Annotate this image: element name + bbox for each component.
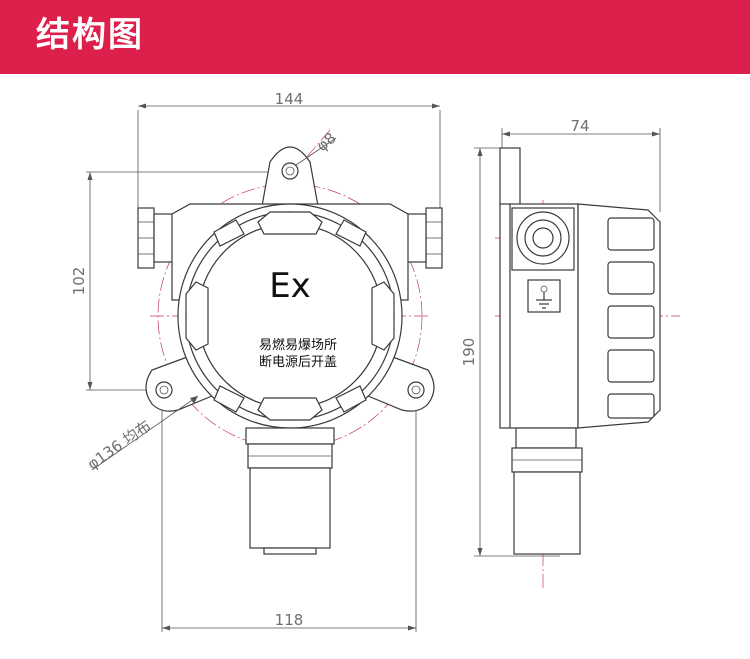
warning-line-2: 断电源后开盖 (259, 355, 337, 370)
dim-label-74: 74 (570, 117, 589, 135)
sensor-neck (245, 427, 335, 445)
lid-lug-tr (335, 219, 367, 247)
main-housing (177, 203, 403, 429)
lid-lug-bottom (257, 397, 323, 421)
dim-label-190: 190 (460, 338, 478, 367)
sensor-body (249, 467, 331, 549)
lid-lug-tl (213, 219, 245, 247)
right-gland-body (405, 213, 427, 263)
dim-label-144: 144 (275, 90, 304, 108)
left-gland-body (153, 213, 175, 263)
dim-label-bolt-circle: φ136 均布 (84, 416, 154, 473)
sensor-tip (263, 547, 317, 555)
header-background (0, 0, 750, 74)
lid-lug-right (371, 281, 395, 351)
page-title: 结构图 (36, 15, 144, 55)
lid-lug-top (257, 211, 323, 235)
lid-lug-bl (213, 385, 245, 413)
top-hole (281, 162, 299, 180)
ex-mark: Ex (269, 266, 311, 306)
page-header: 结构图 (0, 0, 750, 74)
lid-lug-br (335, 385, 367, 413)
dim-label-102: 102 (70, 267, 88, 296)
structure-drawing: 144 102 118 φ8 (70, 90, 680, 632)
side-sensor-body (513, 471, 581, 555)
side-view: 74 190 (460, 117, 680, 590)
lid-lug-left (185, 281, 209, 351)
side-sensor-neck (515, 427, 577, 449)
dim-label-118: 118 (275, 611, 304, 629)
side-top-ear (499, 147, 521, 207)
front-view: 144 102 118 φ8 (70, 90, 443, 632)
ground-symbol-icon (536, 292, 552, 309)
warning-line-1: 易燃易爆场所 (259, 337, 337, 353)
